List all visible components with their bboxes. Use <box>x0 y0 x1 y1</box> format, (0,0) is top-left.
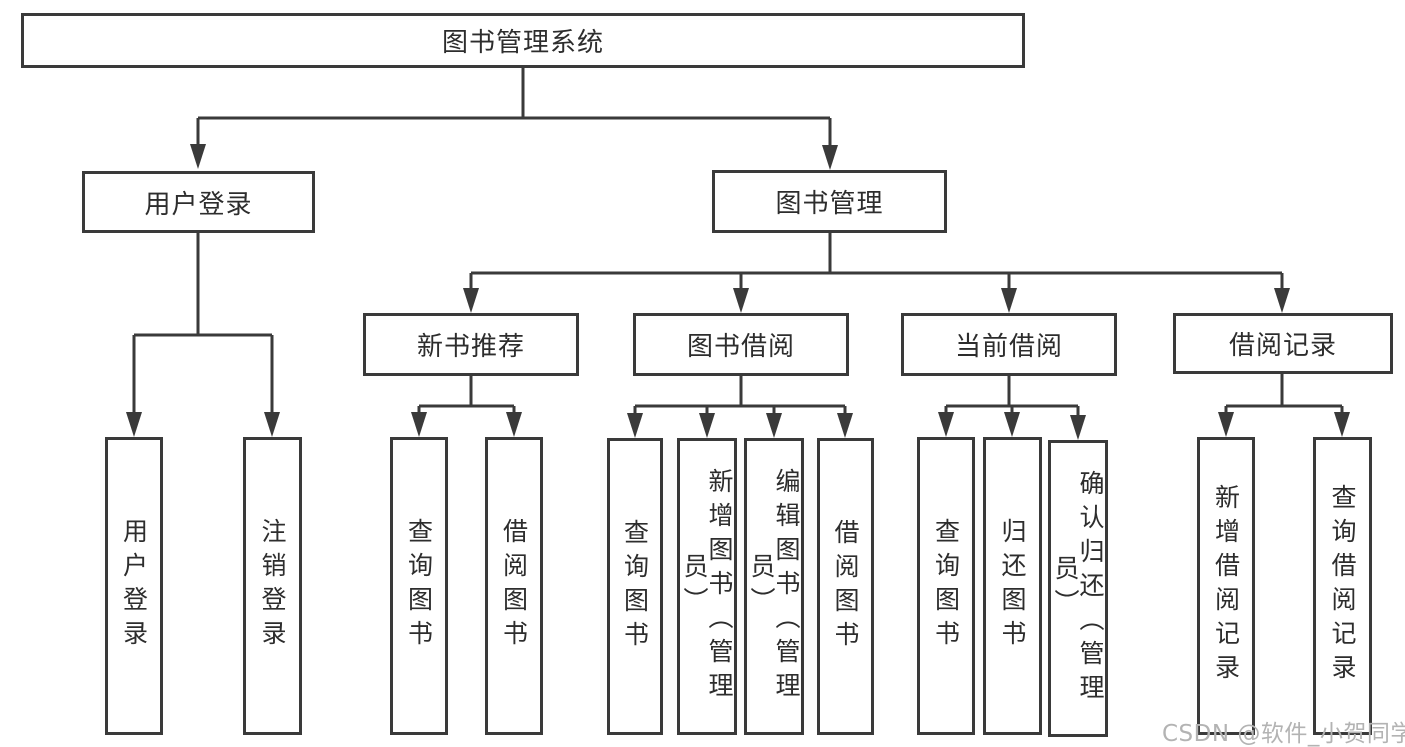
node-new-book-recommend-label: 新书推荐 <box>416 332 525 362</box>
node-book-borrow: 图书借阅 <box>633 313 849 376</box>
leaf-query-book-borrow: 查询图书 <box>607 438 663 735</box>
node-new-book-recommend: 新书推荐 <box>363 313 579 376</box>
leaf-edit-book-admin-label: 编辑图书（管理员） <box>747 467 801 706</box>
leaf-add-book-admin: 新增图书（管理员） <box>677 438 737 735</box>
node-library-system-label: 图书管理系统 <box>441 28 604 58</box>
leaf-query-borrow-record-label: 查询借阅记录 <box>1328 484 1357 688</box>
leaf-query-book-current: 查询图书 <box>917 437 975 735</box>
leaf-confirm-return-admin: 确认归还（管理员） <box>1048 440 1108 737</box>
node-borrow-records-label: 借阅记录 <box>1228 331 1337 361</box>
leaf-borrow-book: 借阅图书 <box>817 438 874 735</box>
leaf-borrow-book-recommend: 借阅图书 <box>485 437 543 735</box>
leaf-confirm-return-admin-label: 确认归还（管理员） <box>1051 469 1105 708</box>
node-user-login: 用户登录 <box>82 171 315 233</box>
leaf-query-borrow-record: 查询借阅记录 <box>1313 437 1372 735</box>
leaf-borrow-book-recommend-label: 借阅图书 <box>499 518 529 654</box>
leaf-add-borrow-record: 新增借阅记录 <box>1197 437 1255 735</box>
node-book-management-label: 图书管理 <box>775 189 884 219</box>
node-user-login-label: 用户登录 <box>144 189 253 220</box>
node-current-borrow: 当前借阅 <box>901 313 1117 376</box>
node-borrow-records: 借阅记录 <box>1173 313 1393 374</box>
leaf-query-book-current-label: 查询图书 <box>931 518 961 654</box>
node-book-management: 图书管理 <box>712 170 947 233</box>
leaf-add-book-admin-label: 新增图书（管理员） <box>680 467 734 706</box>
leaf-query-book-recommend: 查询图书 <box>390 437 448 735</box>
leaf-query-book-recommend-label: 查询图书 <box>404 518 434 654</box>
connector-user-login-children <box>126 233 280 437</box>
leaf-add-borrow-record-label: 新增借阅记录 <box>1211 484 1241 688</box>
leaf-return-book: 归还图书 <box>983 437 1042 735</box>
leaf-edit-book-admin: 编辑图书（管理员） <box>744 438 804 735</box>
leaf-user-login: 用户登录 <box>105 437 163 735</box>
leaf-borrow-book-label: 借阅图书 <box>831 518 860 655</box>
node-library-system: 图书管理系统 <box>21 13 1025 68</box>
connector-root-to-level2 <box>190 68 838 170</box>
leaf-user-login-label: 用户登录 <box>119 518 149 654</box>
connector-book-mgmt-children <box>463 233 1290 313</box>
leaf-query-book-borrow-label: 查询图书 <box>620 518 650 655</box>
csdn-watermark: CSDN @软件_小贺同学 <box>1162 721 1405 747</box>
leaf-logout: 注销登录 <box>243 437 302 735</box>
connector-book-borrow-children <box>627 376 853 438</box>
connector-new-book-children <box>411 376 522 437</box>
connector-current-borrow-children <box>938 376 1086 440</box>
leaf-logout-label: 注销登录 <box>258 518 287 654</box>
connector-borrow-records-children <box>1218 374 1350 437</box>
leaf-return-book-label: 归还图书 <box>998 518 1027 654</box>
node-current-borrow-label: 当前借阅 <box>954 332 1063 362</box>
node-book-borrow-label: 图书借阅 <box>686 332 795 362</box>
